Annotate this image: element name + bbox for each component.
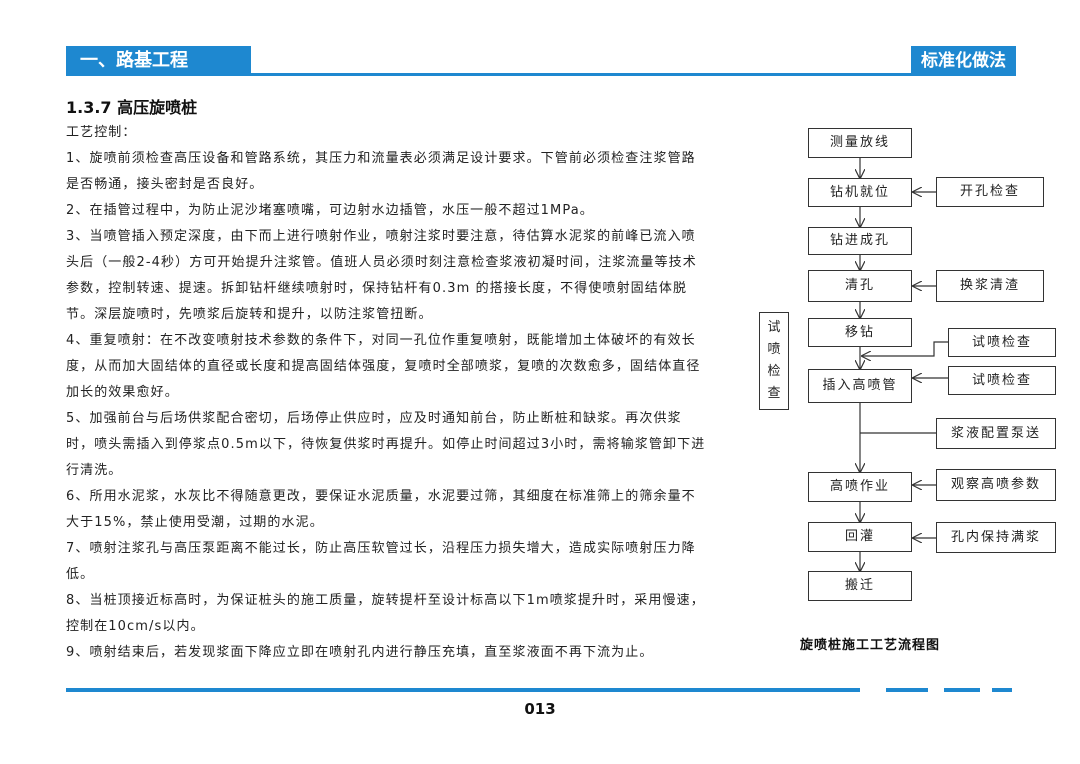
check-kaikong: 开孔检查	[936, 177, 1044, 207]
footer-dash-2	[944, 688, 980, 692]
step-backfill: 回灌	[808, 522, 912, 552]
paragraph-1: 1、旋喷前须检查高压设备和管路系统，其压力和流量表必须满足设计要求。下管前必须检…	[66, 151, 696, 192]
body-text: 工艺控制： 1、旋喷前须检查高压设备和管路系统，其压力和流量表必须满足设计要求。…	[66, 120, 706, 666]
header-rule	[251, 73, 911, 76]
check-jiangye: 浆液配置泵送	[936, 418, 1056, 449]
step-relocate: 搬迁	[808, 571, 912, 601]
check-guancha: 观察高喷参数	[936, 469, 1056, 501]
footer-rule	[66, 688, 860, 692]
section-title: 1.3.7 高压旋喷桩	[66, 98, 198, 117]
step-survey: 测量放线	[808, 128, 912, 158]
paragraph-4: 4、重复喷射：在不改变喷射技术参数的条件下，对同一孔位作重复喷射，既能增加土体破…	[66, 333, 701, 400]
vertical-char-3: 检	[767, 364, 781, 379]
paragraph-3: 3、当喷管插入预定深度，由下而上进行喷射作业，喷射注浆时要注意，待估算水泥浆的前…	[66, 229, 697, 322]
paragraph-8: 8、当桩顶接近标高时，为保证桩头的施工质量，旋转提杆至设计标高以下1m喷浆提升时…	[66, 593, 705, 634]
arrow-shipen-1	[862, 341, 948, 356]
step-insert-pipe: 插入高喷管	[808, 369, 912, 403]
vertical-char-2: 喷	[767, 342, 781, 357]
paragraph-6: 6、所用水泥浆，水灰比不得随意更改，要保证水泥质量，水泥要过筛，其细度在标准筛上…	[66, 489, 696, 530]
check-kongnei: 孔内保持满浆	[936, 522, 1056, 553]
vertical-char-4: 查	[767, 386, 781, 401]
category-tag: 标准化做法	[911, 46, 1016, 76]
vertical-char-1: 试	[767, 320, 781, 335]
subheading: 工艺控制：	[66, 125, 137, 140]
step-drill-hole: 钻进成孔	[808, 227, 912, 255]
paragraph-2: 2、在插管过程中，为防止泥沙堵塞喷嘴，可边射水边插管，水压一般不超过1MPa。	[66, 203, 594, 218]
chapter-title: 一、路基工程	[66, 46, 251, 76]
step-clean-hole: 清孔	[808, 270, 912, 302]
paragraph-7: 7、喷射注浆孔与高压泵距离不能过长，防止高压软管过长，沿程压力损失增大，造成实际…	[66, 541, 696, 582]
paragraph-9: 9、喷射结束后，若发现浆面下降应立即在喷射孔内进行静压充填，直至浆液面不再下流为…	[66, 645, 654, 660]
trial-jet-check-label: 试 喷 检 查	[759, 312, 789, 410]
footer-dash-3	[992, 688, 1012, 692]
step-move-rig: 移钻	[808, 318, 912, 347]
check-shipen-1: 试喷检查	[948, 328, 1056, 357]
page-number: 013	[524, 700, 556, 718]
footer-dash-1	[886, 688, 928, 692]
step-drill-position: 钻机就位	[808, 178, 912, 207]
flowchart-caption: 旋喷桩施工工艺流程图	[800, 638, 941, 653]
check-shipen-2: 试喷检查	[948, 366, 1056, 395]
check-huanjiang: 换浆清渣	[936, 270, 1044, 302]
paragraph-5: 5、加强前台与后场供浆配合密切，后场停止供应时，应及时通知前台，防止断桩和缺浆。…	[66, 411, 706, 478]
step-jetting: 高喷作业	[808, 472, 912, 502]
